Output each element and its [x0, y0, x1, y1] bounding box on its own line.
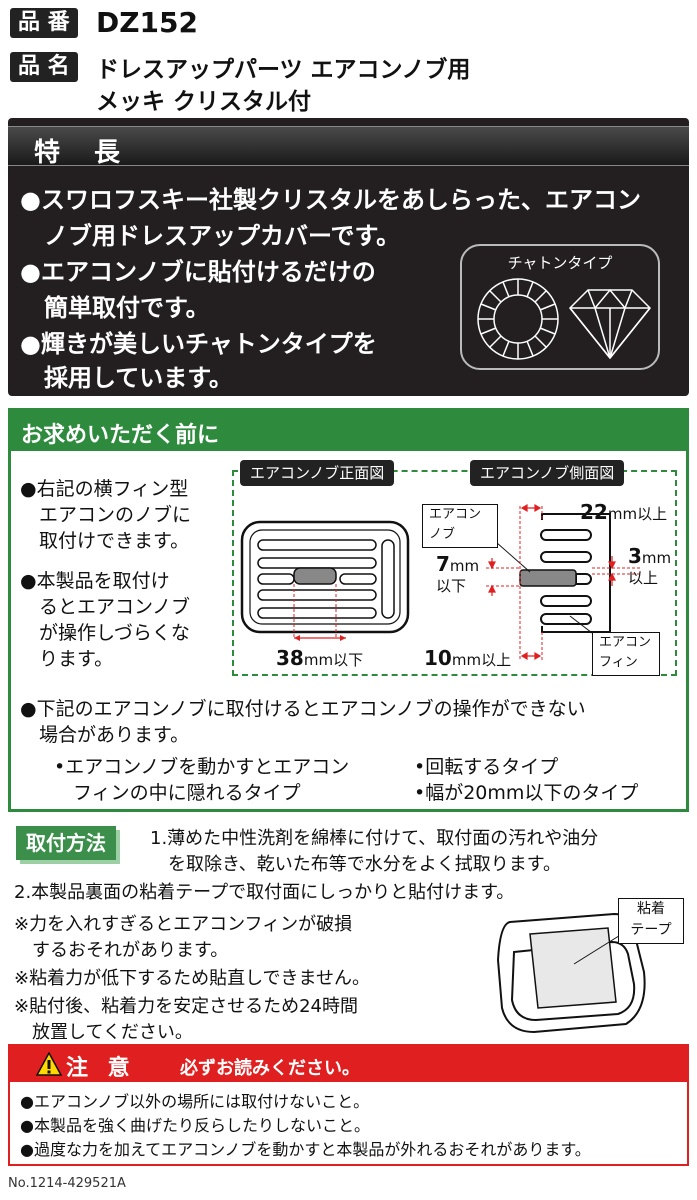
before-purchase-title-bar: お求めいただく前に — [11, 411, 686, 451]
install-warning: するおそれがあります。 — [14, 940, 229, 961]
document-number: No.1214-429521A — [8, 1176, 126, 1191]
chaton-type-box: チャトンタイプ — [460, 244, 660, 370]
chaton-type-label: チャトンタイプ — [507, 254, 613, 272]
dimension-arrow — [294, 635, 346, 641]
dim-3: 3mm 以上 — [628, 546, 671, 588]
knob-tag-line2: ノブ — [429, 527, 456, 542]
compat-line: るとエアコンノブ — [20, 596, 191, 618]
part-number-label: 品 番 — [10, 8, 78, 38]
front-view-diagram — [240, 520, 410, 638]
before-purchase-title: お求めいただく前に — [21, 423, 220, 448]
dim-38-unit: mm以下 — [303, 651, 364, 669]
install-step1: を取除き、乾いた布等で水分をよく拭取ります。 — [150, 854, 561, 875]
compat-line: ります。 — [20, 648, 114, 670]
compat-line: ●本製品を取付け — [20, 570, 170, 592]
compat-line: エアコンのノブに — [20, 504, 192, 526]
install-step2: 2.本製品裏面の粘着テープで取付面にしっかりと貼付けます。 — [14, 882, 515, 903]
dim-3-sub: 以上 — [628, 569, 659, 587]
feature-line: ノブ用ドレスアップカバーです。 — [20, 222, 401, 250]
fin-tag: エアコン フィン — [592, 632, 660, 676]
incompat-note: ●下記のエアコンノブに取付けるとエアコンノブの操作ができない — [20, 698, 586, 720]
knob-tag-line1: エアコン — [429, 507, 482, 522]
caution-item: ●本製品を強く曲げたり反らしたりしないこと。 — [20, 1116, 370, 1135]
fin-tag-line1: エアコン — [599, 635, 652, 650]
features-title: 特 長 — [34, 138, 125, 168]
caution-item: ●エアコンノブ以外の場所には取付けないこと。 — [20, 1092, 370, 1111]
feature-line: 採用しています。 — [20, 364, 233, 392]
features-section: 特 長 — [8, 118, 689, 396]
fin-tag-line2: フィン — [599, 655, 638, 670]
incompat-note: 場合があります。 — [20, 724, 190, 746]
dim-7-unit: mm — [449, 557, 480, 575]
diagram-frame — [232, 470, 677, 676]
caution-section: 注 意 必ずお読みください。 — [8, 1044, 689, 1166]
tape-tag-line1: 粘着 — [637, 901, 665, 917]
compat-line: 取付けできます。 — [20, 530, 190, 552]
feature-line: ●輝きが美しいチャトンタイプを — [20, 330, 377, 358]
incompat-type: •回転するタイプ — [414, 756, 559, 778]
dim-10: 10mm以上 — [424, 646, 511, 670]
installation-label: 取付方法 — [16, 826, 116, 860]
product-name-label: 品 名 — [10, 52, 78, 82]
feature-line: ●エアコンノブに貼付けるだけの — [20, 258, 376, 286]
dim-7: 7mm 以下 — [436, 554, 479, 596]
install-warning: 放置してください。 — [14, 1022, 193, 1043]
feature-line: ●スワロフスキー社製クリスタルをあしらった、エアコン — [20, 186, 641, 214]
tape-tag: 粘着 テープ — [618, 898, 684, 944]
feature-line: 簡単取付です。 — [20, 294, 210, 322]
caution-title: 注 意 — [66, 1056, 136, 1081]
dim-10-unit: mm以上 — [451, 651, 512, 669]
install-warning: ※貼付後、粘着力を安定させるため24時間 — [14, 996, 358, 1017]
product-name-line2: メッキ クリスタル付 — [96, 89, 312, 115]
side-view-label: エアコンノブ側面図 — [470, 460, 625, 486]
caution-item: ●過度な力を加えてエアコンノブを動かすと本製品が外れるおそれがあります。 — [20, 1140, 591, 1159]
dim-7-value: 7 — [436, 552, 450, 576]
compat-line: ●右記の横フィン型 — [20, 478, 189, 500]
install-step1: 1.薄めた中性洗剤を綿棒に付けて、取付面の汚れや油分 — [150, 828, 599, 849]
dim-22: 22mm以上 — [580, 500, 667, 524]
dim-38: 38mm以下 — [276, 646, 363, 670]
product-name-line1: ドレスアップパーツ エアコンノブ用 — [96, 57, 471, 83]
tape-tag-line2: テープ — [630, 922, 672, 938]
before-purchase-section: お求めいただく前に — [8, 408, 689, 812]
part-number: DZ152 — [96, 6, 198, 39]
dim-38-value: 38 — [276, 646, 304, 670]
incompat-type: •エアコンノブを動かすとエアコン — [54, 756, 350, 778]
incompat-type: •幅が20mm以下のタイプ — [414, 782, 639, 804]
dim-3-value: 3 — [628, 544, 642, 568]
dim-22-unit: mm以上 — [607, 505, 668, 523]
knob-tag: エアコン ノブ — [422, 504, 498, 548]
install-warning: ※力を入れすぎるとエアコンフィンが破損 — [14, 914, 353, 935]
front-view-label: エアコンノブ正面図 — [240, 460, 395, 486]
crystal-illustration — [477, 278, 652, 360]
dim-7-sub: 以下 — [436, 577, 467, 595]
caution-title-bar: 注 意 必ずお読みください。 — [10, 1046, 687, 1082]
dim-10-value: 10 — [424, 646, 452, 670]
compat-line: が操作しづらくな — [20, 622, 190, 644]
dim-3-unit: mm — [641, 549, 672, 567]
caution-subtitle: 必ずお読みください。 — [180, 1058, 360, 1079]
incompat-type: フィンの中に隠れるタイプ — [54, 782, 301, 804]
install-warning: ※粘着力が低下するため貼直しできません。 — [14, 968, 370, 989]
warning-icon — [36, 1052, 62, 1076]
features-title-bar: 特 長 — [8, 126, 689, 168]
dim-22-value: 22 — [580, 500, 608, 524]
